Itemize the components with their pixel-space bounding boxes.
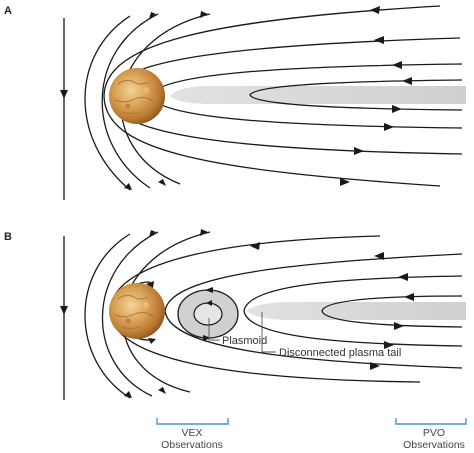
panel-b-arrow — [60, 306, 68, 315]
panel-b-arrow — [148, 338, 156, 344]
panel-a-arrow — [374, 36, 384, 44]
panel-a-field-line — [103, 5, 441, 187]
panel-b-arrow — [374, 252, 384, 260]
panel-a-arrow — [354, 147, 364, 155]
panel-a-arrow — [402, 77, 412, 85]
vex-observations-label: Observations — [161, 439, 223, 451]
vex-bracket — [156, 418, 229, 425]
panel-a-arrow — [158, 179, 166, 186]
panel-a-arrow — [200, 11, 208, 18]
venus-planet-icon — [109, 283, 165, 339]
panel-a-arrow — [149, 12, 156, 19]
panel-a-arrow — [392, 105, 402, 113]
panel-b-arrow — [404, 293, 414, 301]
panel-b-field-line — [101, 231, 159, 397]
panel-a-field-line — [101, 13, 159, 189]
pvo-observations: PVO Observations — [395, 418, 467, 451]
panel-b-arrow — [158, 387, 166, 394]
plasmoid-label: Plasmoid — [222, 335, 267, 347]
panel-b-arrow — [384, 341, 394, 349]
panel-a-wake — [170, 86, 466, 104]
panel-a-arrow — [60, 90, 68, 99]
pvo-observations-label: Observations — [403, 439, 465, 451]
panel-b-arrow — [149, 230, 156, 237]
panel-a-field-line — [249, 79, 463, 111]
plasmoid — [177, 287, 239, 341]
panel-a-arrow — [124, 183, 132, 190]
venus-planet-icon — [109, 68, 165, 124]
panel-b-arrow — [370, 362, 380, 370]
panel-a-arrow — [384, 123, 394, 131]
panel-a-arrow — [392, 61, 402, 69]
panel-b-arrow — [200, 229, 208, 236]
panel-a-arrow — [340, 178, 350, 186]
pvo-bracket — [395, 418, 467, 425]
panel-b-arrow — [394, 322, 404, 330]
panel-a-field-line — [84, 15, 131, 191]
panel-a-label: A — [4, 5, 12, 17]
vex-label: VEX — [181, 427, 202, 439]
panel-b-arrow — [124, 391, 132, 398]
panel-b-arrow — [398, 273, 408, 281]
plasmoid-leader — [208, 318, 220, 341]
panel-a-arrow — [370, 6, 380, 14]
panel-b-arrow — [146, 281, 154, 288]
panel-b-arrow — [250, 242, 260, 250]
panel-b-field-line — [243, 275, 463, 347]
tail-leader — [261, 312, 276, 353]
panel-a: A — [4, 5, 466, 200]
disconnected-tail-label: Disconnected plasma tail — [279, 347, 401, 359]
panel-b: B — [4, 229, 466, 400]
panel-b-disconnected-tail — [246, 302, 466, 320]
panel-b-label: B — [4, 231, 12, 243]
vex-observations: VEX Observations — [156, 418, 229, 451]
panel-b-field-line — [84, 233, 131, 399]
pvo-label: PVO — [423, 427, 445, 439]
